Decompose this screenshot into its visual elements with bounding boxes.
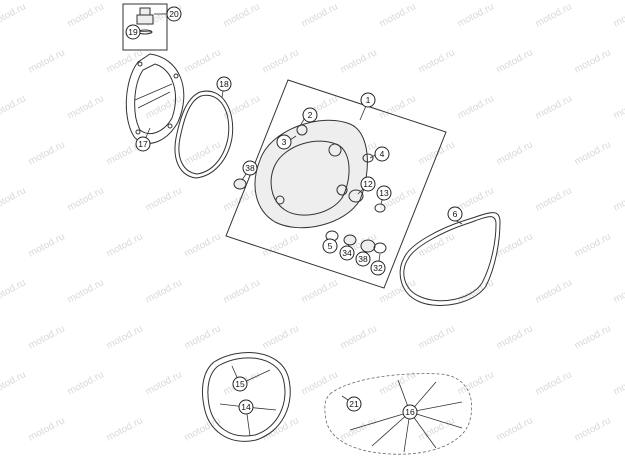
svg-text:1: 1 xyxy=(366,95,371,105)
svg-text:12: 12 xyxy=(363,179,373,189)
callout-16: 16 xyxy=(402,404,418,420)
svg-text:5: 5 xyxy=(328,241,333,251)
callout-6: 6 xyxy=(447,206,463,222)
svg-text:16: 16 xyxy=(405,407,415,417)
callout-38-right: 38 xyxy=(355,251,371,267)
callout-38-left: 38 xyxy=(242,160,258,176)
svg-text:14: 14 xyxy=(241,402,251,412)
svg-text:13: 13 xyxy=(379,188,389,198)
gasket-6 xyxy=(399,212,501,306)
svg-text:20: 20 xyxy=(169,9,179,19)
svg-text:17: 17 xyxy=(138,139,148,149)
svg-text:15: 15 xyxy=(235,379,245,389)
callout-14: 14 xyxy=(238,399,254,415)
svg-text:32: 32 xyxy=(373,263,383,273)
svg-text:21: 21 xyxy=(349,399,359,409)
svg-text:3: 3 xyxy=(282,137,287,147)
oil-plug-assembly xyxy=(122,3,168,51)
svg-text:2: 2 xyxy=(308,110,313,120)
callout-18: 18 xyxy=(216,76,232,92)
callout-4: 4 xyxy=(374,146,390,162)
svg-text:19: 19 xyxy=(128,27,138,37)
svg-text:4: 4 xyxy=(380,149,385,159)
callout-13: 13 xyxy=(376,185,392,201)
gasket-16-21 xyxy=(324,373,473,455)
callout-34: 34 xyxy=(339,245,355,261)
svg-text:18: 18 xyxy=(219,79,229,89)
callout-3: 3 xyxy=(276,134,292,150)
svg-text:38: 38 xyxy=(245,163,255,173)
callout-21: 21 xyxy=(346,396,362,412)
callout-17: 17 xyxy=(135,136,151,152)
callout-19: 19 xyxy=(125,24,141,40)
callout-20: 20 xyxy=(166,6,182,22)
clutch-cover-17 xyxy=(125,53,185,144)
callout-1: 1 xyxy=(360,92,376,108)
callout-12: 12 xyxy=(360,176,376,192)
callout-32: 32 xyxy=(370,260,386,276)
gasket-14-15 xyxy=(201,352,291,442)
callout-15: 15 xyxy=(232,376,248,392)
svg-text:6: 6 xyxy=(453,209,458,219)
callout-2: 2 xyxy=(302,107,318,123)
ignition-cover-assembly-1 xyxy=(225,79,447,289)
svg-text:34: 34 xyxy=(342,248,352,258)
svg-text:38: 38 xyxy=(358,254,368,264)
callout-5: 5 xyxy=(322,238,338,254)
